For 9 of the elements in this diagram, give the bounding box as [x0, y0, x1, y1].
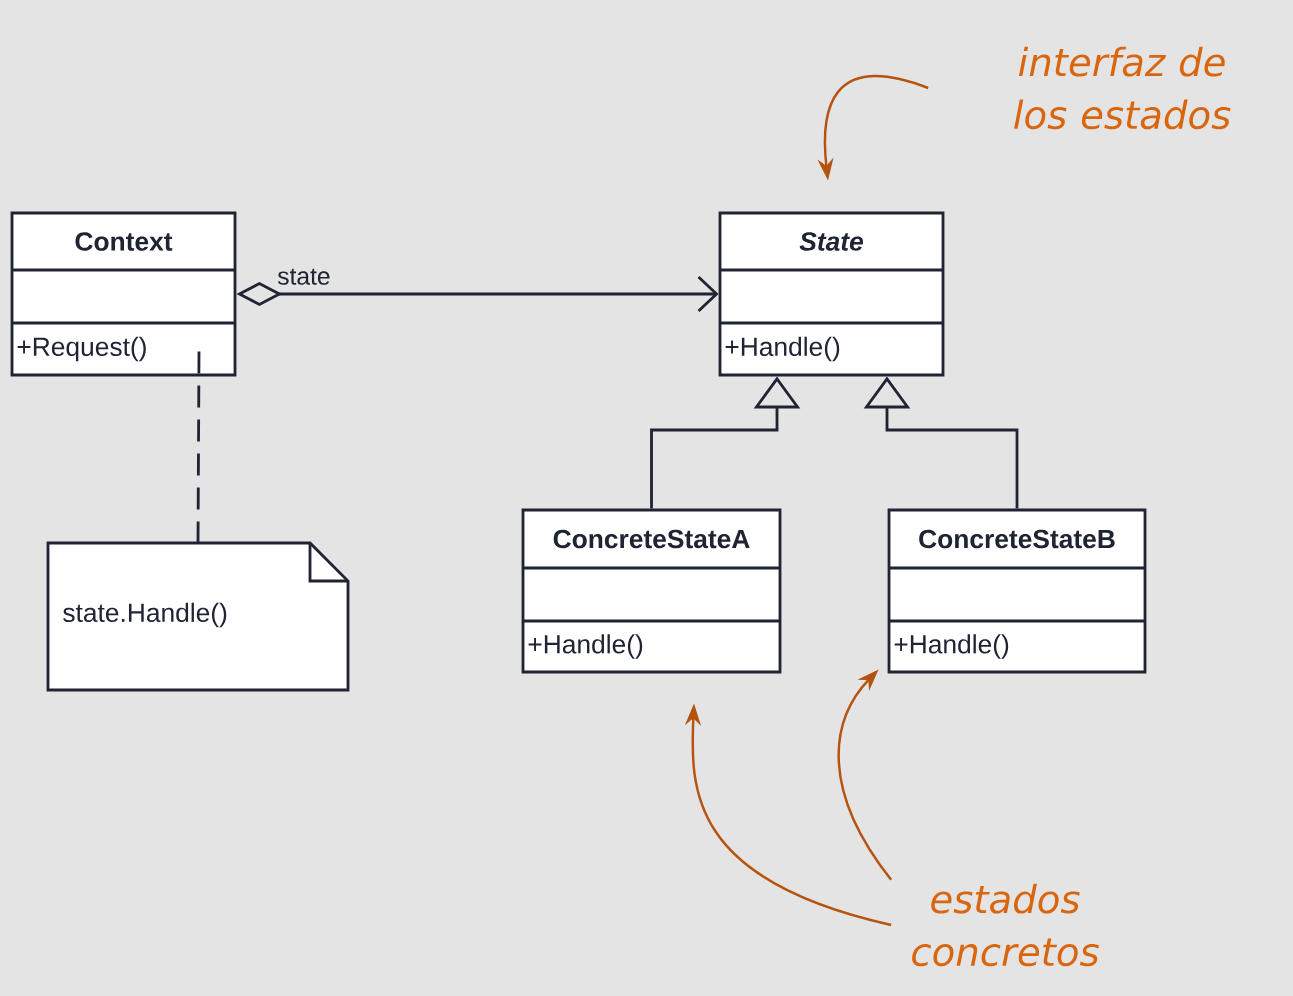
annotation-text: interfaz de los estados [1014, 46, 1231, 130]
annotation-text: estados concretos [912, 883, 1099, 967]
dashed-line [196, 351, 201, 543]
note-box: state.Handle() [46, 541, 350, 692]
edge-label: state [275, 266, 333, 287]
class-box: ConcreteStateA +Handle() [521, 508, 782, 674]
class-box: Context +Request() [10, 211, 237, 377]
class-box: ConcreteStateB +Handle() [887, 508, 1147, 674]
class-box: State +Handle() [718, 211, 945, 377]
